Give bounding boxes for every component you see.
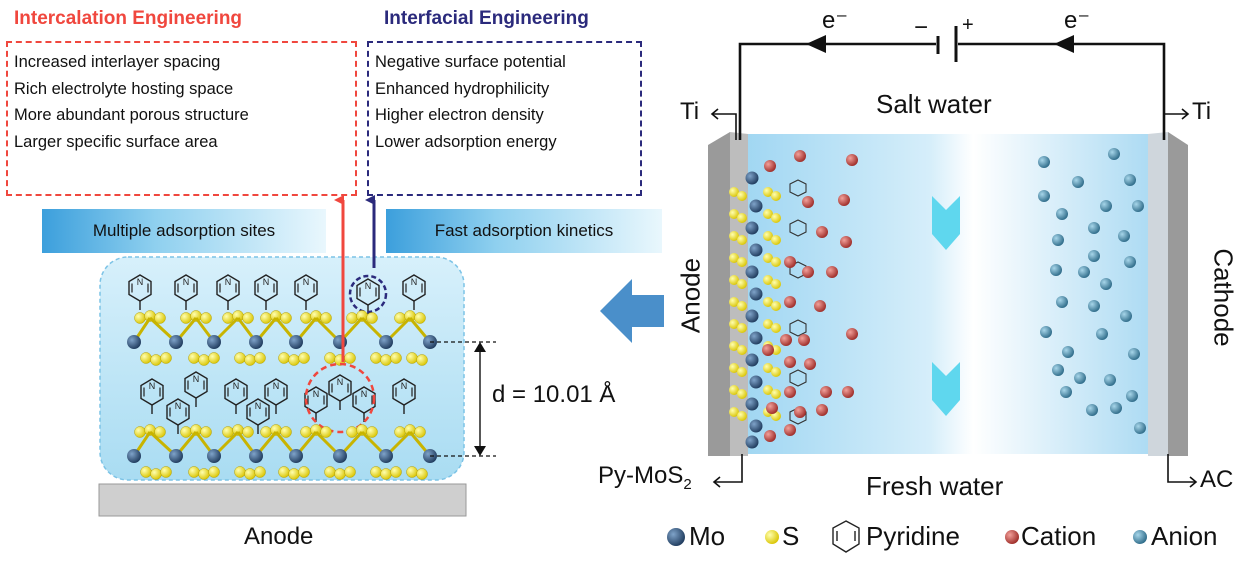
anode-substrate: [98, 483, 467, 517]
cations: [762, 150, 858, 442]
legend-pyridine-icon: [832, 520, 860, 553]
intercalation-item: Rich electrolyte hosting space: [14, 79, 234, 98]
anions: [1038, 148, 1146, 434]
legend-mo-icon: [667, 528, 685, 546]
intercalation-title: Intercalation Engineering: [14, 8, 243, 29]
interlayer-distance-label: d = 10.01 Å: [492, 381, 616, 408]
anode-bottom-label: Anode: [244, 523, 314, 550]
intercalation-box: Increased interlayer spacing Rich electr…: [6, 41, 357, 196]
interfacial-item: Lower adsorption energy: [375, 132, 557, 151]
electron-label-left: e⁻: [822, 7, 849, 34]
ac-label: AC: [1200, 466, 1234, 493]
flow-arrow-upper: [932, 196, 960, 250]
intercalation-item: Increased interlayer spacing: [14, 53, 221, 71]
adsorption-sites-label: Multiple adsorption sites: [42, 209, 326, 253]
legend-anion-icon: [1133, 530, 1147, 544]
interfacial-item: Higher electron density: [375, 106, 544, 124]
ti-label-left: Ti: [680, 98, 700, 125]
electron-arrow-left: [806, 35, 826, 53]
ti-label-right: Ti: [1192, 98, 1212, 125]
legend-mo-label: Mo: [689, 521, 726, 551]
cathode-vertical-label: Cathode: [1208, 248, 1239, 347]
interlayer-spacing-marker: [430, 341, 496, 457]
legend-anion-label: Anion: [1151, 521, 1218, 551]
ti-leads: [710, 108, 1198, 488]
mos2-lower-layer: [127, 424, 437, 480]
legend-pyridine-label: Pyridine: [866, 521, 960, 551]
anode-plate: [708, 132, 730, 456]
salt-water-label: Salt water: [876, 89, 992, 119]
legend-s-label: S: [782, 521, 800, 551]
electron-arrow-right: [1054, 35, 1074, 53]
legend-cation-label: Cation: [1021, 521, 1097, 551]
intercalation-item: More abundant porous structure: [14, 106, 249, 124]
battery-plus-label: +: [962, 14, 974, 36]
adsorption-kinetics-label: Fast adsorption kinetics: [386, 209, 662, 253]
py-mos2-base: Py-MoS: [598, 462, 684, 489]
legend-s-icon: [765, 530, 779, 544]
fresh-water-label: Fresh water: [866, 471, 1004, 501]
anode-vertical-label: Anode: [675, 257, 706, 334]
py-mos2-subscript: 2: [683, 475, 692, 493]
intercalation-highlight: [304, 362, 376, 434]
battery-minus-label: −: [914, 14, 929, 41]
electron-label-right: e⁻: [1064, 7, 1091, 34]
flow-arrow-lower: [932, 362, 960, 416]
external-circuit: [738, 42, 1166, 140]
py-mos2-coating: [729, 171, 807, 449]
interfacial-box: Negative surface potential Enhanced hydr…: [367, 41, 642, 196]
interfacial-title: Interfacial Engineering: [384, 8, 589, 29]
big-left-arrow: [600, 279, 664, 343]
intercalation-item: Larger specific surface area: [14, 132, 218, 151]
cathode-plate: [1148, 132, 1168, 456]
interfacial-item: Negative surface potential: [375, 53, 566, 71]
legend-cation-icon: [1005, 530, 1019, 544]
py-mos2-label: Py-MoS2: [598, 462, 692, 493]
interfacial-item: Enhanced hydrophilicity: [375, 79, 550, 98]
layered-structure-diagram: N: [98, 195, 664, 517]
pyridine-highlight: [348, 274, 388, 314]
